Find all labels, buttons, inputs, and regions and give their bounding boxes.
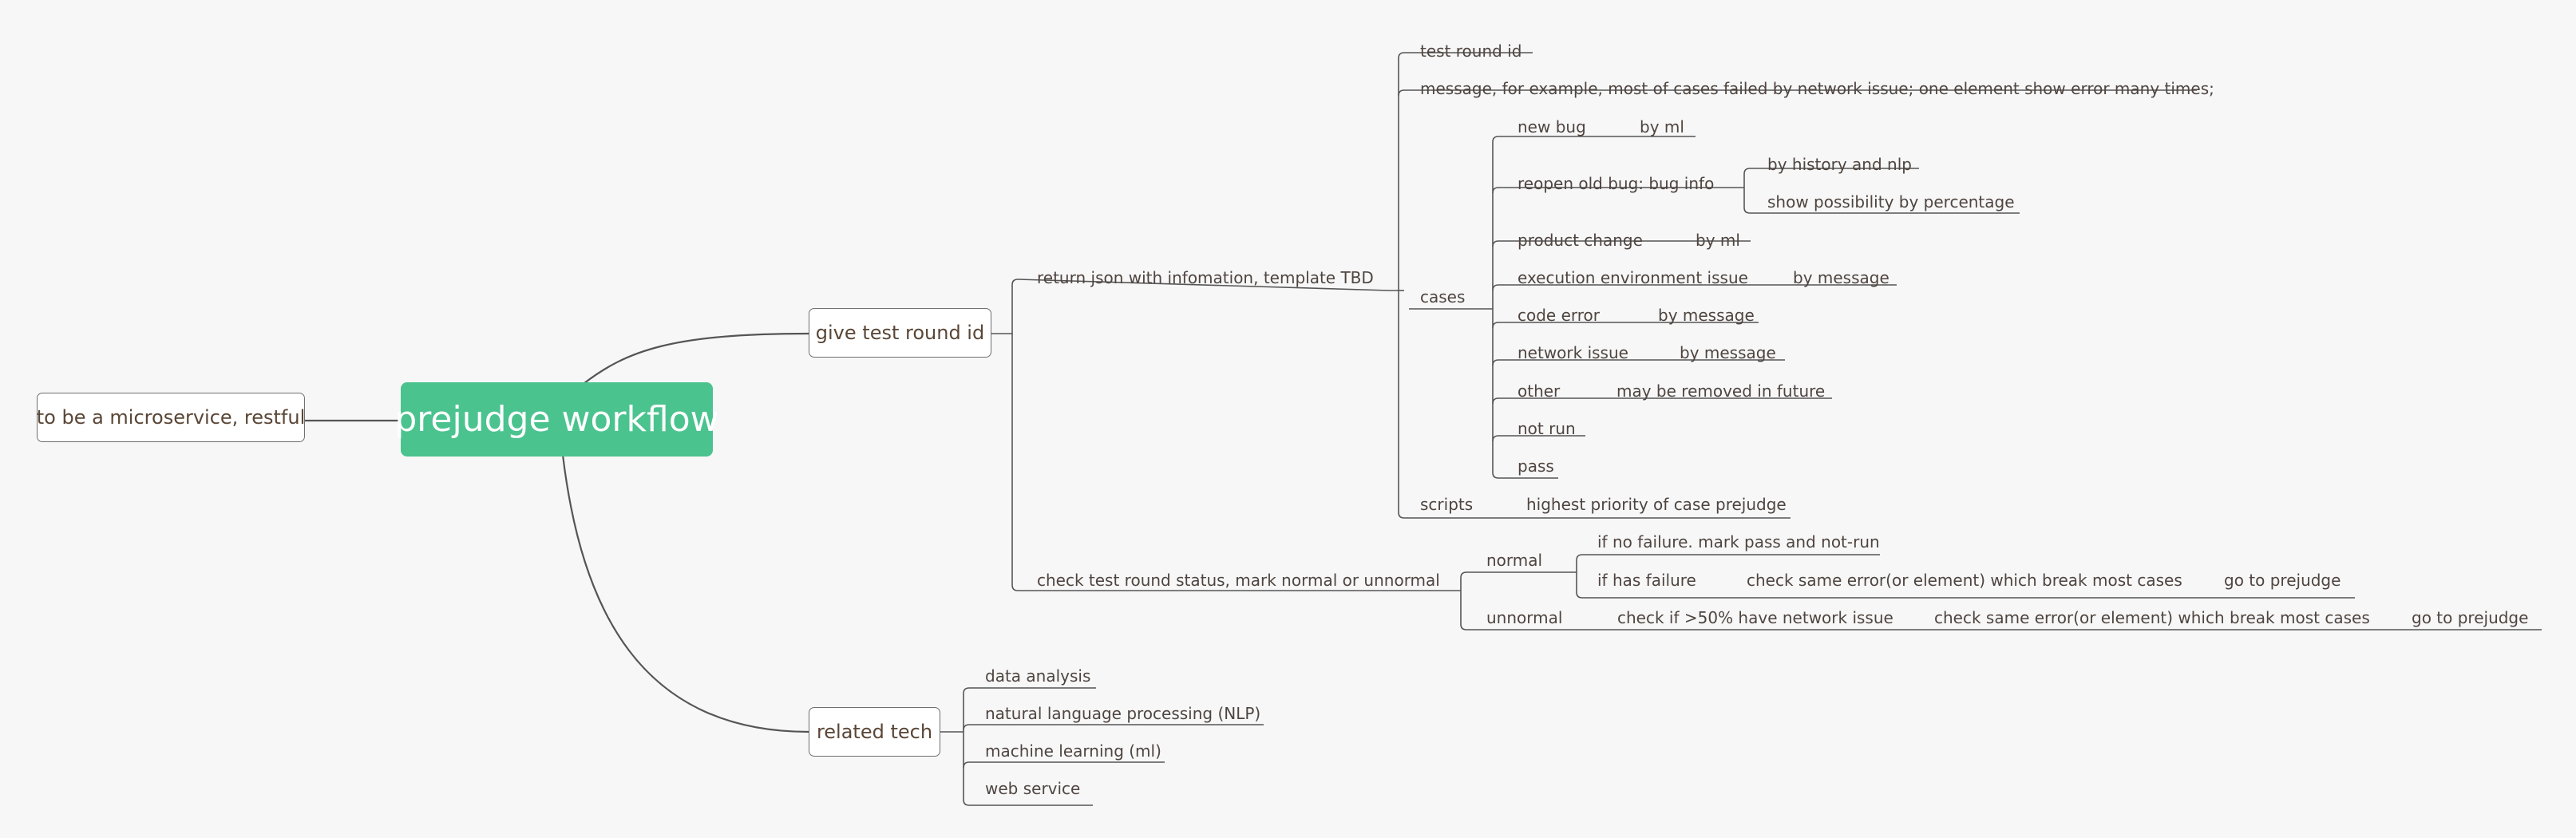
underline-return <box>1017 279 1399 291</box>
topic-test-round-id[interactable]: test round id <box>1420 42 1522 61</box>
topic-message[interactable]: message, for example, most of cases fail… <box>1420 79 2214 98</box>
topic-code-error-detail[interactable]: by message <box>1658 306 1755 325</box>
topic-has-failure[interactable]: if has failure <box>1597 571 1696 590</box>
topic-pass[interactable]: pass <box>1518 457 1554 476</box>
topic-network-issue-detail[interactable]: by message <box>1680 343 1776 362</box>
root-topic[interactable]: prejudge workflow <box>394 382 719 457</box>
topic-unnormal-step-2[interactable]: check same error(or element) which break… <box>1934 608 2370 627</box>
topic-scripts-detail[interactable]: highest priority of case prejudge <box>1526 495 1787 514</box>
topic-cases[interactable]: cases <box>1420 287 1466 306</box>
topic-new-bug[interactable]: new bug <box>1518 117 1586 136</box>
topic-machine-learning[interactable]: machine learning (ml) <box>985 741 1161 761</box>
topic-exec-env-detail[interactable]: by message <box>1793 268 1889 287</box>
topic-new-bug-detail[interactable]: by ml <box>1640 117 1684 136</box>
topic-product-change-detail[interactable]: by ml <box>1696 231 1740 250</box>
spine-give <box>1011 285 1019 591</box>
topic-unnormal-step-1[interactable]: check if >50% have network issue <box>1617 608 1893 627</box>
topic-network-issue[interactable]: network issue <box>1518 343 1628 362</box>
topic-no-failure[interactable]: if no failure. mark pass and not-run <box>1597 532 1880 551</box>
topic-reopen-detail-1[interactable]: by history and nlp <box>1767 155 1912 174</box>
topic-has-failure-step[interactable]: check same error(or element) which break… <box>1747 571 2182 590</box>
edge-root-give <box>584 332 809 384</box>
root-title: prejudge workflow <box>394 399 719 440</box>
node-microservice[interactable]: to be a microservice, restful <box>37 393 305 442</box>
topic-code-error[interactable]: code error <box>1518 306 1601 325</box>
topic-has-failure-action[interactable]: go to prejudge <box>2224 571 2341 590</box>
topic-exec-env[interactable]: execution environment issue <box>1518 268 1748 287</box>
topic-check-status[interactable]: check test round status, mark normal or … <box>1037 571 1440 590</box>
topic-web-service[interactable]: web service <box>985 779 1081 798</box>
topic-product-change[interactable]: product change <box>1518 231 1643 250</box>
topic-unnormal-action[interactable]: go to prejudge <box>2412 608 2529 627</box>
topic-other-detail[interactable]: may be removed in future <box>1616 381 1826 401</box>
node-related-tech[interactable]: related tech <box>809 707 940 757</box>
topic-reopen-bug[interactable]: reopen old bug: bug info <box>1518 174 1715 193</box>
edge-root-related <box>561 454 809 733</box>
topic-normal[interactable]: normal <box>1486 551 1543 570</box>
topic-unnormal[interactable]: unnormal <box>1486 608 1563 627</box>
spine-return <box>1398 58 1405 519</box>
topic-scripts[interactable]: scripts <box>1420 495 1474 514</box>
topic-nlp[interactable]: natural language processing (NLP) <box>985 704 1261 723</box>
topic-reopen-detail-2[interactable]: show possibility by percentage <box>1767 192 2015 211</box>
spine-cases <box>1492 142 1499 479</box>
spine-check <box>1460 578 1467 630</box>
topic-data-analysis[interactable]: data analysis <box>985 666 1091 686</box>
node-label: related tech <box>816 721 933 743</box>
node-label: to be a microservice, restful <box>36 406 306 429</box>
topic-return-json[interactable]: return json with infomation, template TB… <box>1037 268 1374 287</box>
topic-other[interactable]: other <box>1518 381 1561 401</box>
node-label: give test round id <box>815 322 985 344</box>
node-give-test-round-id[interactable]: give test round id <box>809 308 991 358</box>
topic-not-run[interactable]: not run <box>1518 419 1576 438</box>
spine-related <box>963 694 970 806</box>
spine-normal <box>1576 560 1583 599</box>
